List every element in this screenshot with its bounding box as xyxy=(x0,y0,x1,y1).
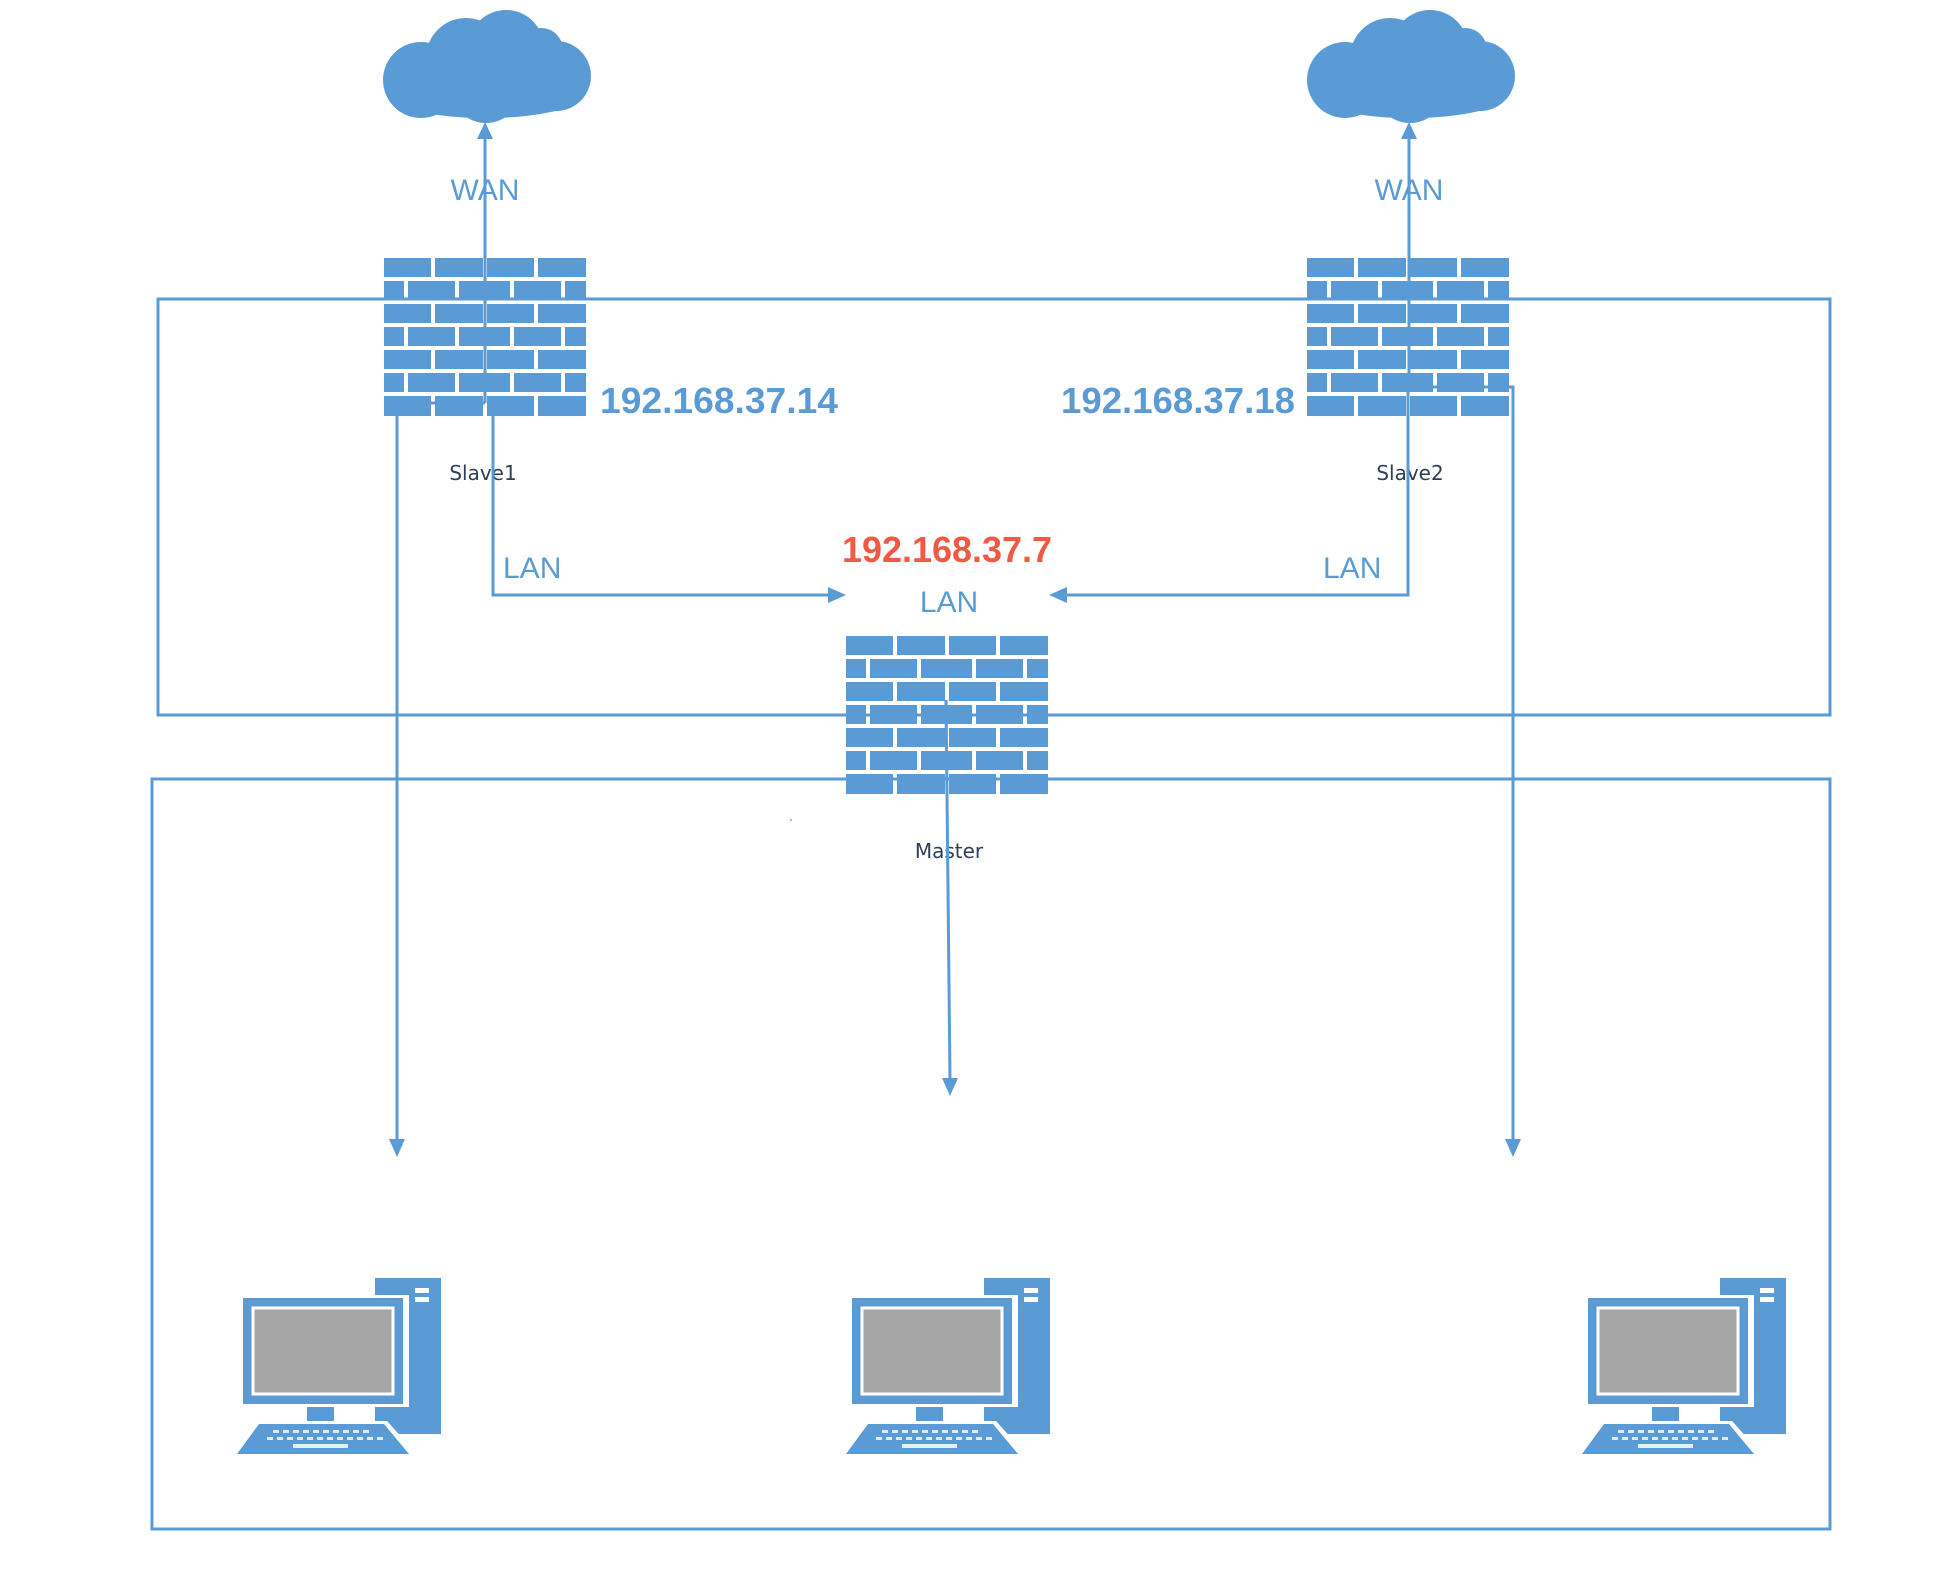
arrow-left-icon xyxy=(1049,587,1067,603)
desktop-computer-icon[interactable] xyxy=(1576,1276,1788,1456)
link-slave2-pc3 xyxy=(1409,385,1521,1157)
master-lan-label: LAN xyxy=(920,586,978,619)
arrow-up-icon xyxy=(1401,122,1417,139)
slave1-lan-label: LAN xyxy=(503,552,561,585)
slave2-name-label: Slave2 xyxy=(1376,461,1443,485)
arrow-down-icon xyxy=(942,1078,958,1096)
link-slave1-pc1 xyxy=(389,401,485,1157)
arrow-down-icon xyxy=(389,1139,405,1157)
cloud-icon xyxy=(383,10,591,123)
stray-dot xyxy=(790,819,792,821)
slave2-lan-label: LAN xyxy=(1323,552,1381,585)
arrow-right-icon xyxy=(828,587,846,603)
lan-link-slave1-master xyxy=(491,416,846,603)
arrow-down-icon xyxy=(1505,1139,1521,1157)
slave1-name-label: Slave1 xyxy=(449,461,516,485)
slave2-ip-label: 192.168.37.18 xyxy=(1061,380,1295,421)
wan-label-slave1: WAN xyxy=(451,174,520,207)
desktop-computer-icon[interactable] xyxy=(231,1276,443,1456)
link-master-pc2 xyxy=(942,699,958,1096)
desktop-computer-icon[interactable] xyxy=(840,1276,1052,1456)
wan-label-slave2: WAN xyxy=(1375,174,1444,207)
slave1-ip-label: 192.168.37.14 xyxy=(600,380,838,421)
arrow-up-icon xyxy=(477,122,493,139)
master-ip-label: 192.168.37.7 xyxy=(842,529,1052,570)
lan-link-slave2-master xyxy=(1049,416,1410,603)
master-name-label: Master xyxy=(915,839,984,863)
cloud-icon xyxy=(1307,10,1515,123)
